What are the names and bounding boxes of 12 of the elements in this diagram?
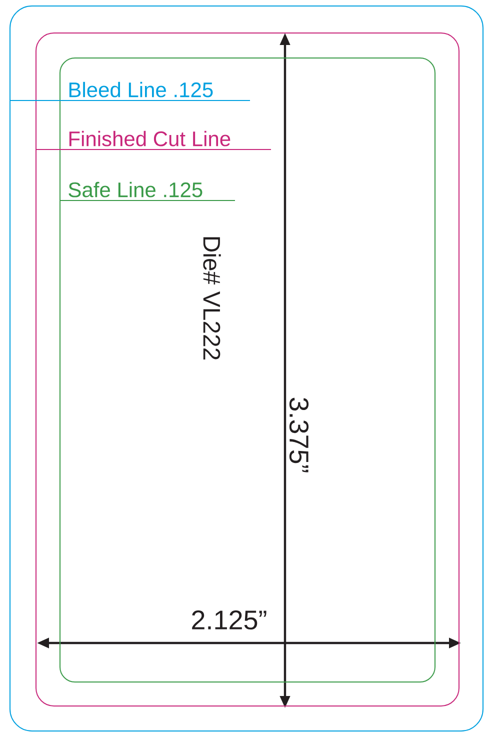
card-outline [36, 32, 460, 706]
card-outline [60, 58, 436, 682]
leader-line [59, 200, 236, 201]
leader-line [9, 100, 250, 101]
dimension-label: 2.125” [192, 610, 266, 630]
leader-line [35, 149, 272, 150]
card-outline [10, 6, 484, 732]
line-label: Safe Line .125 [68, 182, 202, 198]
dimension-label: 3.375” [289, 398, 309, 472]
line-label: Finished Cut Line [69, 130, 230, 146]
line-label: Bleed Line .125 [69, 82, 213, 98]
die-number: Die# VL222 [203, 237, 221, 360]
